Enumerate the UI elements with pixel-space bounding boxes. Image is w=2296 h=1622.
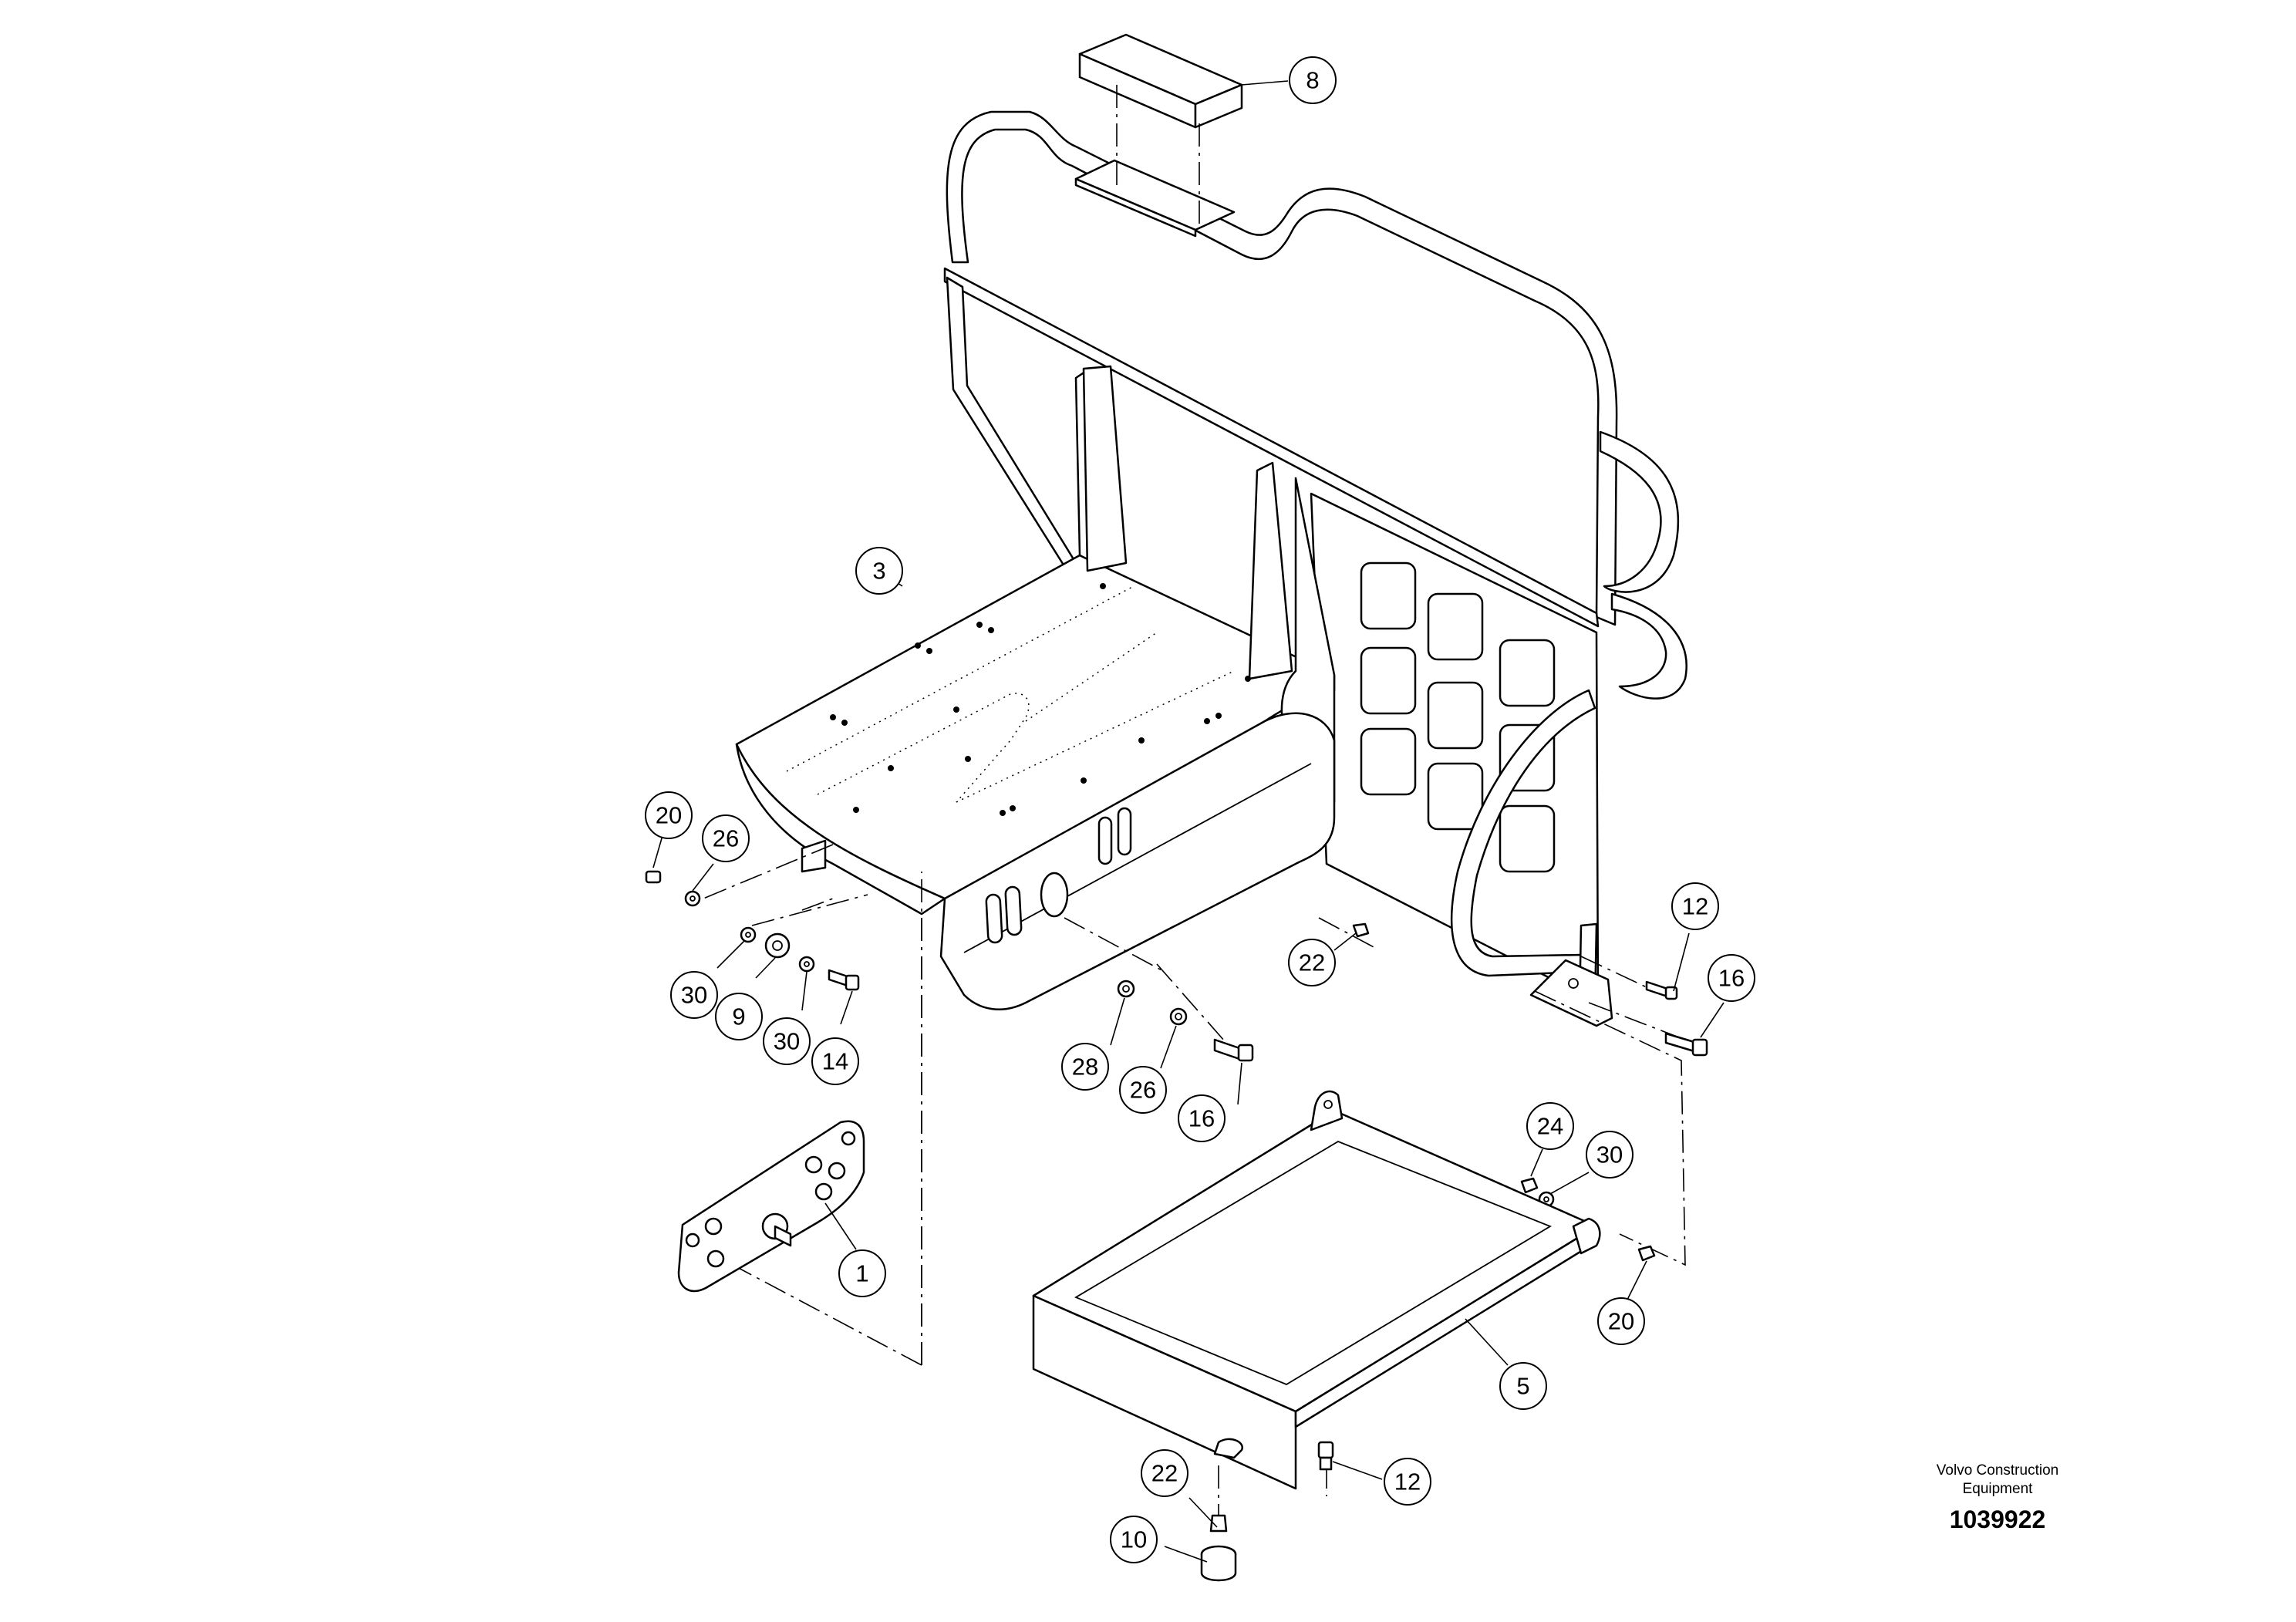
callout-30-right: 30	[1586, 1131, 1633, 1179]
deck-holes	[830, 583, 1251, 816]
callout-label: 8	[1306, 67, 1319, 94]
callout-label: 12	[1394, 1469, 1421, 1496]
callout-20-right: 20	[1597, 1297, 1645, 1345]
callout-30-left: 30	[670, 971, 718, 1019]
callout-10: 10	[1110, 1516, 1158, 1563]
callout-label: 12	[1682, 893, 1708, 920]
callout-9: 9	[715, 993, 763, 1040]
callout-12-bottom: 12	[1384, 1458, 1431, 1506]
callout-24: 24	[1526, 1102, 1574, 1150]
callout-3: 3	[855, 547, 903, 595]
callout-20-left: 20	[645, 791, 693, 839]
callout-label: 30	[1596, 1141, 1623, 1168]
callout-label: 16	[1718, 965, 1745, 992]
platform-body	[735, 365, 1336, 1010]
manufacturer-label: Volvo Construction Equipment	[1936, 1462, 2059, 1497]
callout-label: 3	[872, 558, 885, 585]
callout-16-right: 16	[1708, 954, 1755, 1002]
callout-22-bottom: 22	[1141, 1449, 1188, 1497]
callout-label: 5	[1516, 1373, 1529, 1400]
callout-label: 30	[681, 982, 707, 1009]
callout-28: 28	[1061, 1043, 1109, 1091]
callout-label: 28	[1072, 1054, 1098, 1081]
callout-16-center: 16	[1178, 1094, 1226, 1142]
callout-label: 26	[1130, 1077, 1156, 1104]
handrail-frame	[943, 110, 1687, 1027]
callout-label: 22	[1299, 949, 1325, 976]
callout-label: 1	[855, 1260, 868, 1287]
callout-26-left: 26	[702, 814, 750, 862]
callout-label: 24	[1537, 1113, 1563, 1140]
callout-label: 22	[1151, 1460, 1178, 1487]
callout-label: 20	[1608, 1308, 1634, 1335]
callout-label: 20	[656, 802, 682, 829]
hardware	[645, 870, 1708, 1582]
callout-label: 10	[1121, 1526, 1147, 1553]
callout-1: 1	[838, 1249, 886, 1297]
callout-label: 9	[732, 1003, 745, 1030]
callout-22-top: 22	[1288, 939, 1336, 986]
bracket-plate	[677, 1120, 865, 1293]
rail-pad	[1074, 33, 1243, 238]
callout-label: 30	[774, 1028, 800, 1055]
callout-12-top: 12	[1671, 882, 1719, 930]
callout-30-mid: 30	[763, 1017, 811, 1065]
callout-14: 14	[811, 1037, 859, 1085]
callout-8: 8	[1289, 56, 1337, 104]
document-number: 1039922	[1949, 1506, 2046, 1533]
callout-label: 16	[1188, 1105, 1215, 1132]
callout-label: 14	[822, 1048, 848, 1075]
callout-5: 5	[1499, 1362, 1547, 1410]
step-tray	[1032, 1090, 1601, 1490]
callout-26-center: 26	[1119, 1066, 1167, 1114]
callout-label: 26	[713, 825, 739, 852]
